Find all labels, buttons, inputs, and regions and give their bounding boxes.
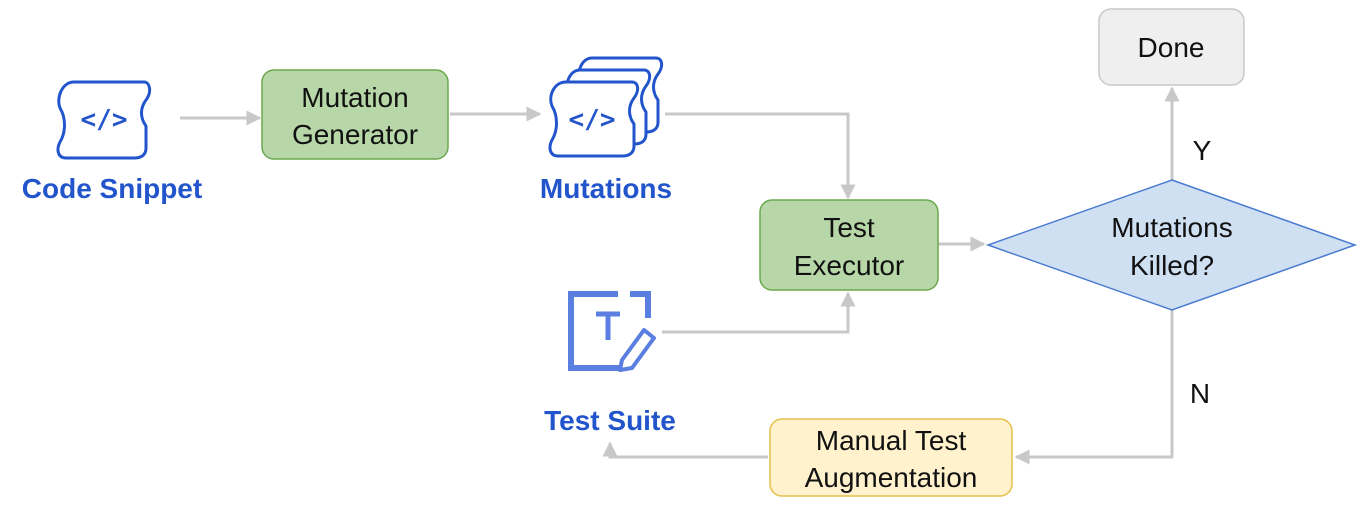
mutation-generator-line2: Generator <box>292 119 418 150</box>
mutations-label: Mutations <box>540 173 672 204</box>
code-files-stack-icon: </> <box>548 56 664 158</box>
mutation-generator-line1: Mutation <box>301 82 408 113</box>
arrow-mutations-to-executor <box>665 112 856 200</box>
test-executor-line2: Executor <box>794 250 905 281</box>
test-executor-line1: Test <box>823 212 875 243</box>
mutation-generator-node: Mutation Generator <box>261 69 449 160</box>
svg-text:</>: </> <box>569 105 616 135</box>
manual-test-augmentation-node: Manual Test Augmentation <box>769 418 1013 497</box>
test-edit-icon <box>568 291 656 372</box>
manual-augmentation-line1: Manual Test <box>816 425 967 456</box>
decision-line2: Killed? <box>1130 250 1214 281</box>
code-snippet-label: Code Snippet <box>22 173 202 204</box>
manual-augmentation-line2: Augmentation <box>805 462 978 493</box>
code-file-icon: </> <box>56 80 152 160</box>
yes-label: Y <box>1193 135 1212 166</box>
done-label: Done <box>1138 32 1205 63</box>
arrow-suite-to-executor <box>662 291 856 334</box>
done-node: Done <box>1098 8 1245 86</box>
mutations-killed-decision: Mutations Killed? <box>985 179 1358 311</box>
svg-text:</>: </> <box>81 105 128 135</box>
test-executor-node: Test Executor <box>759 199 939 291</box>
arrow-decision-to-augmentation <box>1014 310 1174 465</box>
decision-line1: Mutations <box>1111 212 1232 243</box>
no-label: N <box>1190 378 1210 409</box>
arrow-augmentation-to-suite <box>602 441 768 459</box>
test-suite-label: Test Suite <box>544 405 676 436</box>
